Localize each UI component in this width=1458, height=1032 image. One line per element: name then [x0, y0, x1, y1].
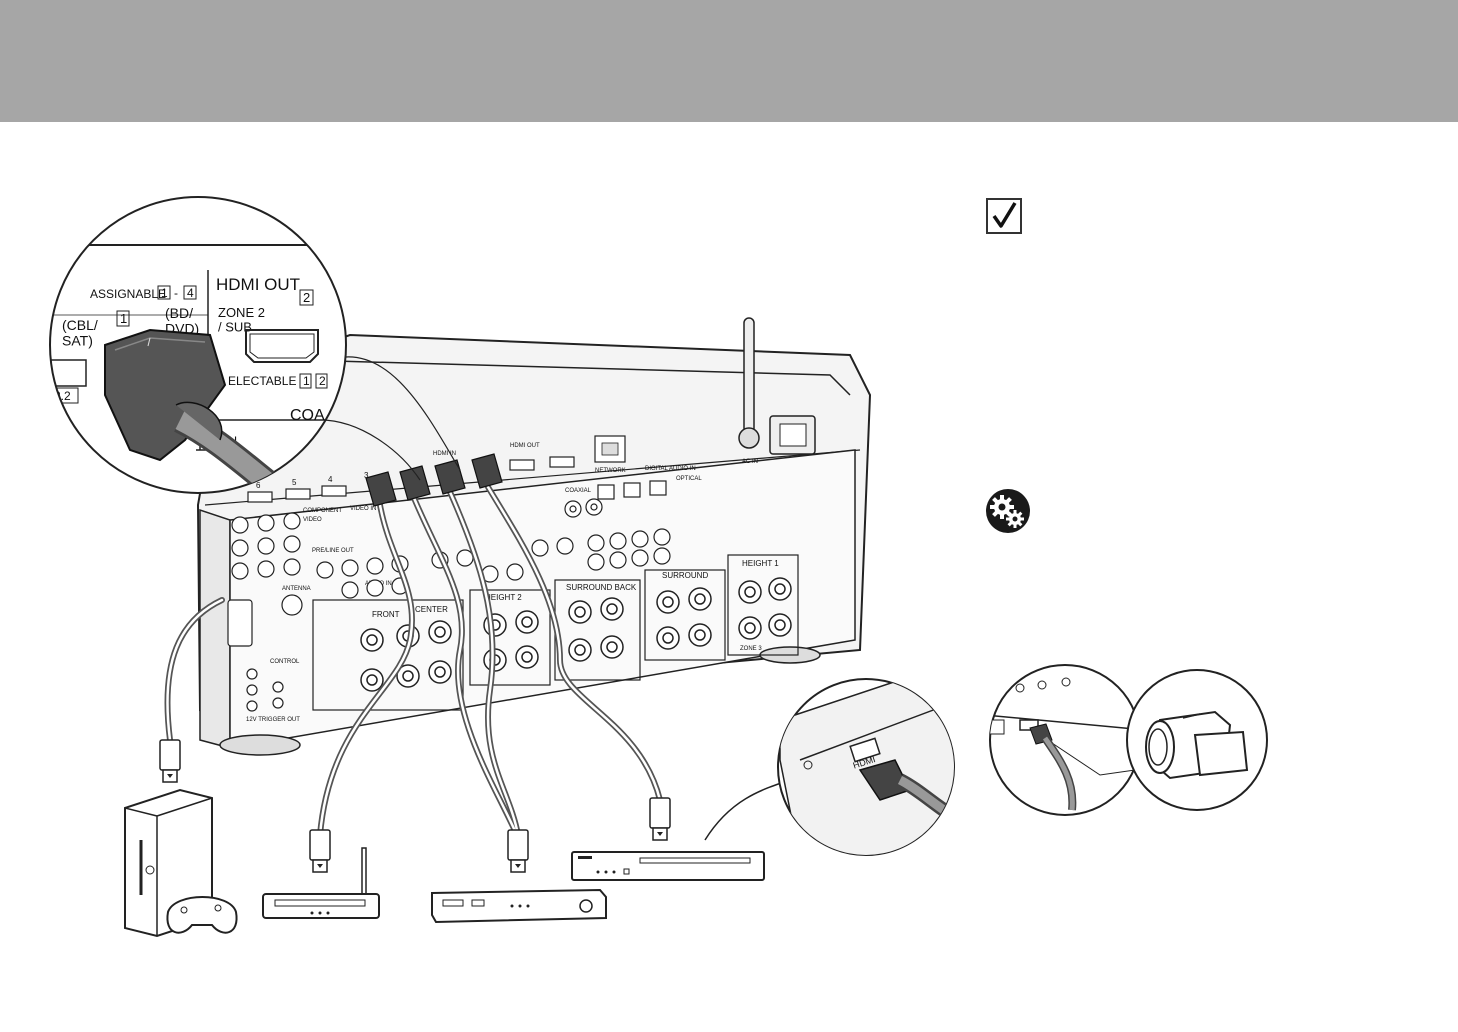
optical-label: OPTICAL: [676, 476, 702, 482]
front-label: FRONT: [372, 610, 400, 619]
assignable-dash: -: [174, 286, 178, 300]
camcorder-callout: [989, 664, 1268, 816]
blu-ray-player: [571, 851, 765, 881]
checkmark-box-icon: [986, 198, 1022, 234]
port-number: 5: [292, 478, 297, 487]
connection-diagram: AC IN NETWORK HDMI IN HDMI OUT DIGITAL A…: [49, 196, 955, 938]
coax-label: COA: [290, 407, 325, 424]
hdmi-plugs-receiver: [365, 453, 503, 507]
hdmi-plugs-devices: [159, 739, 671, 873]
control-label: CONTROL: [270, 659, 300, 665]
port-number: 4: [328, 475, 333, 484]
hdmi-out-label: HDMI OUT: [510, 443, 540, 449]
input-number: 1: [120, 311, 127, 326]
port-number: 3: [364, 471, 369, 480]
zone3-label: ZONE 3: [740, 646, 762, 652]
trigger-out-label: 12V TRIGGER OUT: [246, 717, 300, 723]
digital-audio-in-label: DIGITAL AUDIO IN: [645, 466, 696, 472]
assignable-end: 4: [187, 286, 194, 300]
hdmi-in-label: HDMI IN: [433, 451, 456, 457]
selectable-end: 2: [319, 374, 326, 388]
assignable-start: 1: [161, 286, 168, 300]
assignable-label: ASSIGNABLE: [90, 287, 166, 301]
height2-label: HEIGHT 2: [485, 593, 522, 602]
coaxial-label: COAXIAL: [565, 488, 592, 494]
surround-back-label: SURROUND BACK: [566, 583, 637, 592]
game-console: [124, 788, 238, 938]
camcorder-icon: [1145, 710, 1249, 780]
zone2-label: ZONE 2/ SUB: [218, 305, 265, 334]
gears-icon: [986, 489, 1030, 533]
av-receiver: AC IN NETWORK HDMI IN HDMI OUT DIGITAL A…: [196, 317, 872, 756]
zone2-number: 2: [303, 290, 310, 305]
blu-ray-zoom-callout: HDMI: [704, 678, 955, 856]
center-label: CENTER: [415, 605, 448, 614]
ac-in-label: AC IN: [742, 459, 758, 465]
selectable-start: 1: [303, 374, 310, 388]
pre-line-out-label: PRE/LINE OUT: [312, 548, 354, 554]
set-top-box: [431, 888, 607, 924]
selectable-label: ELECTABLE: [228, 374, 296, 388]
height1-label: HEIGHT 1: [742, 559, 779, 568]
network-router: [262, 847, 380, 919]
header-bar: [0, 0, 1458, 122]
hdmi-zoom-callout: ASSIGNABLE 1 - 4 1 (CBL/SAT) (BD/DVD) HD…: [49, 196, 347, 494]
video-in-label: VIDEO IN: [350, 506, 376, 512]
network-label: NETWORK: [595, 468, 626, 474]
hdmi-out-heading: HDMI OUT: [216, 275, 300, 294]
input-cbl-sat: (CBL/SAT): [62, 317, 98, 348]
surround-label: SURROUND: [662, 571, 708, 580]
port-number: 6: [256, 481, 261, 490]
antenna-label: ANTENNA: [282, 586, 311, 592]
